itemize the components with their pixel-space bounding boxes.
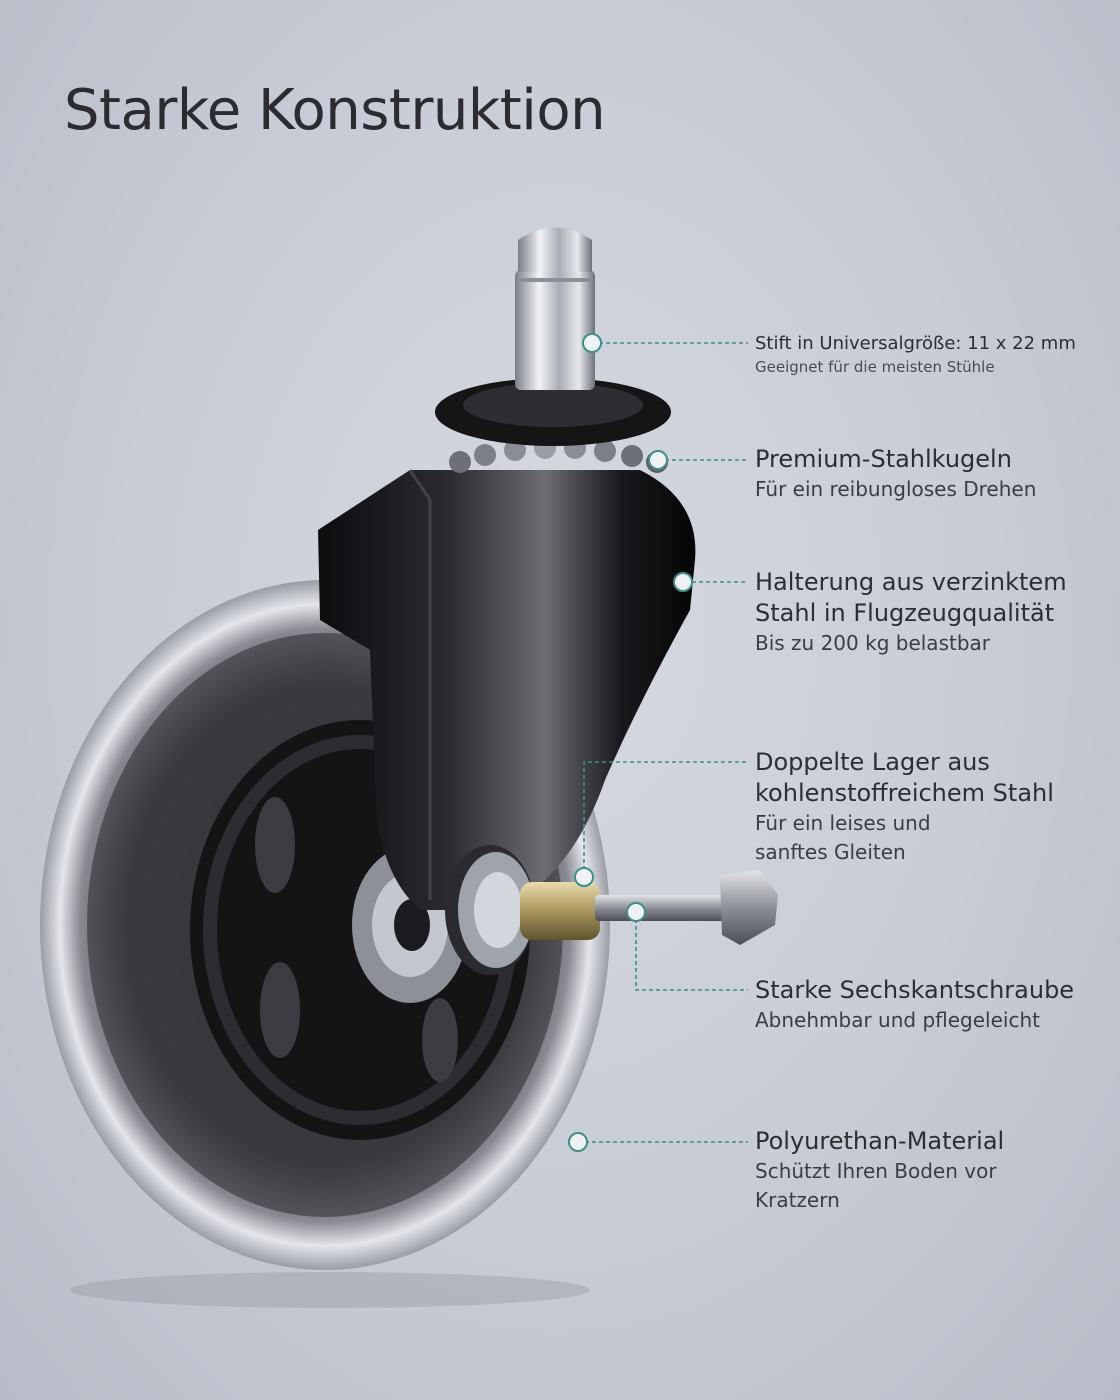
callout-bearings: Doppelte Lager aus kohlenstoffreichem St… xyxy=(755,747,1054,867)
callout-subtext: Schützt Ihren Boden vor xyxy=(755,1159,997,1183)
callout-heading: Halterung aus verzinktem xyxy=(755,568,1067,596)
callout-heading: Polyurethan-Material xyxy=(755,1127,1005,1155)
ground-shadow xyxy=(70,1272,590,1308)
callout-subtext: Für ein leises und xyxy=(755,811,931,835)
callout-subtext-line2: sanftes Gleiten xyxy=(755,840,906,864)
callout-subtext: Abnehmbar und pflegeleicht xyxy=(755,1008,1040,1032)
callout-hex-bolt: Starke Sechskantschraube Abnehmbar und p… xyxy=(755,975,1074,1035)
callout-polyurethane: Polyurethan-Material Schützt Ihren Boden… xyxy=(755,1126,1004,1215)
callout-connectors xyxy=(578,342,748,1143)
page-title: Starke Konstruktion xyxy=(64,78,606,143)
chrome-stem xyxy=(515,270,595,390)
brass-nut xyxy=(520,882,600,940)
zinc-bracket xyxy=(318,470,696,910)
callout-bracket: Halterung aus verzinktem Stahl in Flugze… xyxy=(755,567,1067,658)
callout-heading: Premium-Stahlkugeln xyxy=(755,445,1012,473)
hex-bolt xyxy=(595,895,725,921)
callout-steel-balls: Premium-Stahlkugeln Für ein reibungloses… xyxy=(755,444,1036,504)
callout-heading: Doppelte Lager aus xyxy=(755,748,990,776)
callout-heading: Starke Sechskantschraube xyxy=(755,976,1075,1004)
callout-dots xyxy=(568,333,693,1152)
callout-subtext: Für ein reibungloses Drehen xyxy=(755,477,1037,501)
callout-subtext-line2: Kratzern xyxy=(755,1188,840,1212)
callout-subtext: Geeignet für die meisten Stühle xyxy=(755,358,995,376)
callout-heading: Stift in Universalgröße: 11 x 22 mm xyxy=(755,333,1076,354)
callout-subtext: Bis zu 200 kg belastbar xyxy=(755,631,990,655)
callout-heading-line2: kohlenstoffreichem Stahl xyxy=(755,779,1054,807)
callout-stem: Stift in Universalgröße: 11 x 22 mm Geei… xyxy=(755,331,1076,377)
callout-heading-line2: Stahl in Flugzeugqualität xyxy=(755,599,1055,627)
